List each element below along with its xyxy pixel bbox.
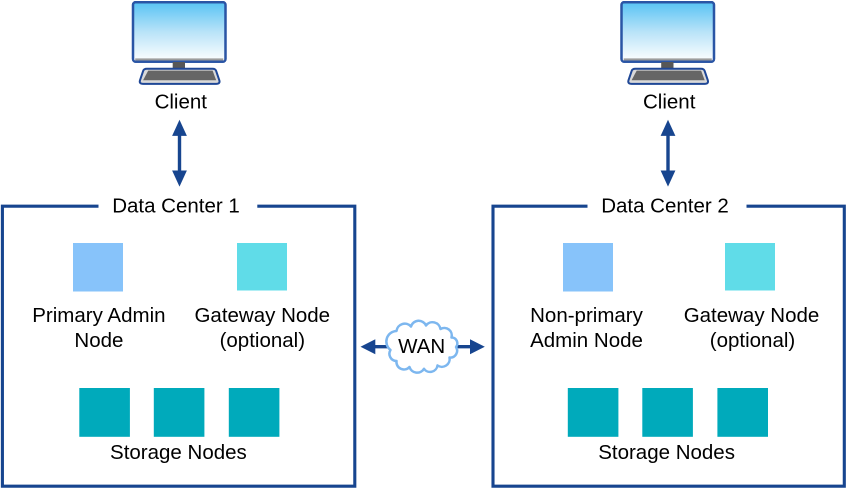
svg-text:Admin Node: Admin Node — [530, 329, 643, 352]
svg-text:Non-primary: Non-primary — [530, 304, 644, 327]
svg-text:Gateway Node: Gateway Node — [194, 304, 330, 327]
svg-text:Client: Client — [643, 91, 696, 114]
svg-text:Data Center 2: Data Center 2 — [601, 195, 729, 218]
svg-text:Gateway Node: Gateway Node — [684, 304, 820, 327]
svg-text:Storage Nodes: Storage Nodes — [110, 441, 247, 464]
svg-text:(optional): (optional) — [220, 329, 305, 352]
svg-text:WAN: WAN — [398, 335, 445, 358]
svg-text:(optional): (optional) — [710, 329, 795, 352]
svg-text:Node: Node — [74, 329, 123, 352]
svg-text:Primary Admin: Primary Admin — [32, 304, 165, 327]
svg-text:Storage Nodes: Storage Nodes — [598, 441, 735, 464]
svg-text:Data Center 1: Data Center 1 — [112, 195, 240, 218]
svg-text:Client: Client — [155, 91, 208, 114]
